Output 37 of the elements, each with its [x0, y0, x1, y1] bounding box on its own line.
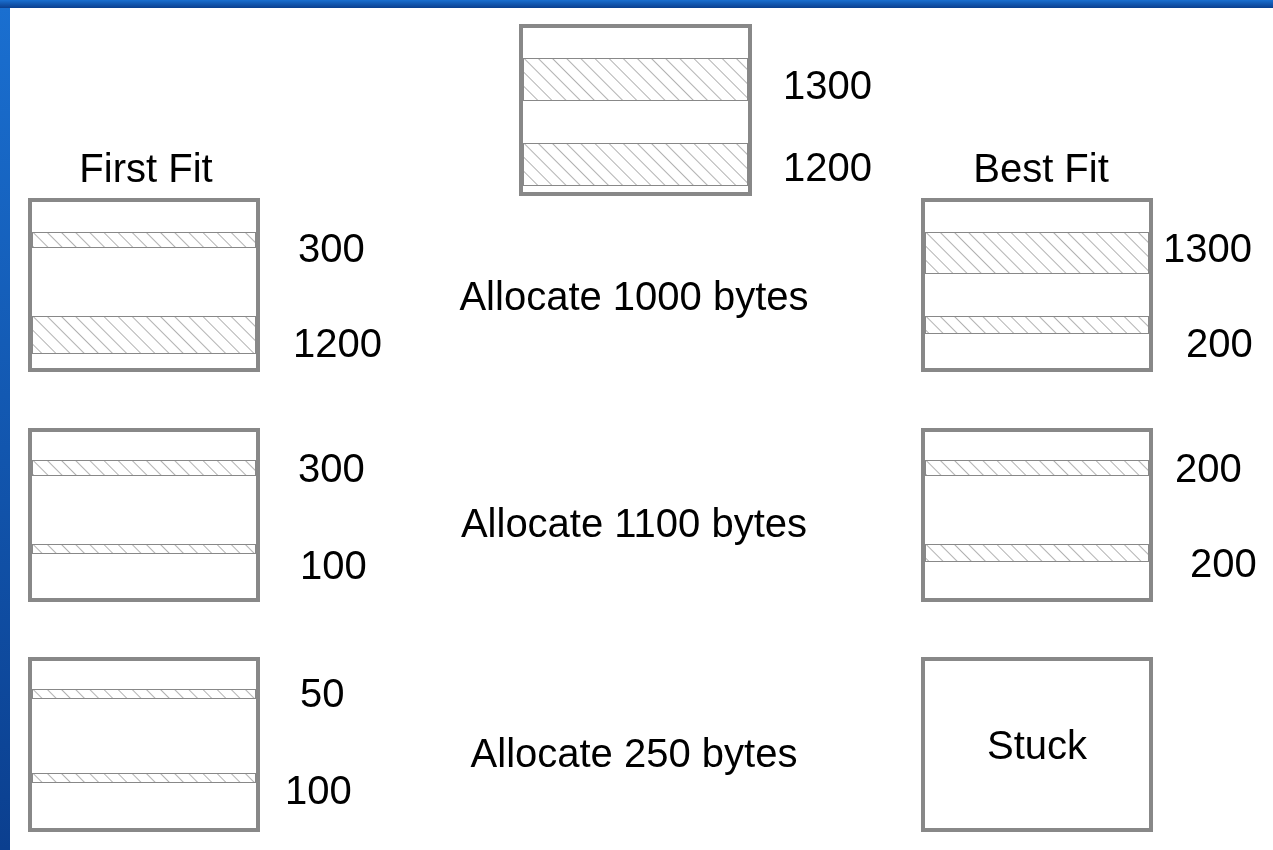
size-label: 1200	[293, 323, 382, 363]
allocated-block	[32, 316, 256, 354]
allocated-block	[523, 58, 748, 101]
allocated-block	[925, 544, 1149, 562]
allocated-block	[32, 232, 256, 248]
memory-box	[28, 198, 260, 372]
step-label: Allocate 250 bytes	[470, 733, 798, 773]
size-label: 200	[1190, 543, 1257, 583]
step-label: Allocate 1100 bytes	[460, 503, 808, 543]
memory-box	[921, 428, 1153, 602]
allocated-block	[32, 460, 256, 476]
allocated-block	[32, 544, 256, 554]
allocated-block	[523, 143, 748, 186]
allocated-block	[925, 232, 1149, 274]
memory-box	[28, 428, 260, 602]
size-label: 300	[298, 448, 365, 488]
memory-box	[921, 657, 1153, 832]
size-label: 100	[285, 770, 352, 810]
memory-box	[28, 657, 260, 832]
column-heading: Best Fit	[973, 148, 1109, 188]
size-label: 200	[1186, 323, 1253, 363]
allocated-block	[925, 316, 1149, 334]
size-label: 1300	[783, 65, 872, 105]
allocated-block	[925, 460, 1149, 476]
box-label: Stuck	[986, 724, 1087, 765]
allocated-block	[32, 689, 256, 699]
column-heading: First Fit	[79, 148, 213, 188]
size-label: 100	[300, 545, 367, 585]
size-label: 1300	[1163, 228, 1252, 268]
size-label: 200	[1175, 448, 1242, 488]
memory-box	[519, 24, 752, 196]
memory-box	[921, 198, 1153, 372]
size-label: 1200	[783, 147, 872, 187]
step-label: Allocate 1000 bytes	[459, 276, 809, 316]
size-label: 50	[300, 673, 345, 713]
size-label: 300	[298, 228, 365, 268]
allocated-block	[32, 773, 256, 783]
